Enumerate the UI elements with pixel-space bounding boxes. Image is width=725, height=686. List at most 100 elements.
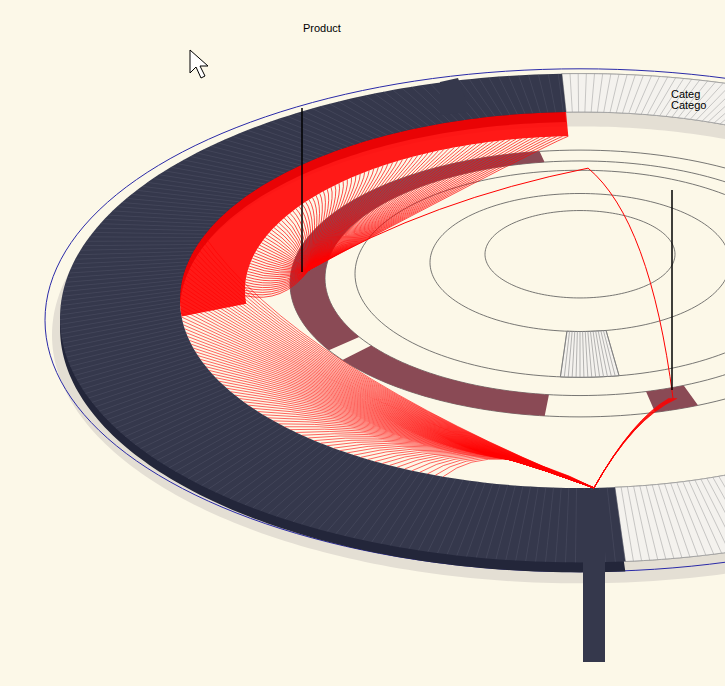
band-hatch — [374, 94, 421, 128]
band-hatch — [479, 78, 502, 115]
band-hatch — [157, 409, 255, 460]
band-hatch — [147, 182, 247, 195]
band-hatch — [61, 309, 181, 330]
band-hatch — [558, 74, 563, 112]
band-hatch — [66, 273, 185, 283]
band-hatch — [225, 140, 307, 163]
band-hatch — [496, 486, 515, 560]
segment-hatch — [593, 331, 600, 377]
band-hatch — [546, 488, 554, 562]
band-hatch — [607, 488, 615, 562]
red-link — [354, 448, 594, 488]
band-hatch — [312, 109, 374, 139]
band-hatch — [509, 76, 525, 114]
red-link — [245, 270, 309, 295]
red-link — [191, 344, 594, 488]
red-link — [309, 147, 454, 270]
red-link — [181, 286, 594, 488]
red-link — [309, 146, 460, 270]
band-hatch — [591, 74, 594, 112]
band-hatch — [183, 160, 275, 178]
band-hatch — [489, 77, 510, 115]
red-link — [199, 243, 594, 488]
band-hatch — [356, 97, 408, 130]
ring-segment — [560, 330, 619, 377]
inner-ring — [430, 194, 725, 332]
segment-hatch — [585, 331, 588, 377]
band-hatch — [253, 446, 329, 508]
outer-band-segment — [562, 74, 725, 138]
band-hatch — [565, 488, 568, 562]
band-hatch — [409, 478, 448, 549]
band-hatch — [261, 448, 335, 511]
band-hatch — [103, 375, 213, 415]
band-hatch — [96, 368, 208, 406]
red-link — [309, 144, 476, 270]
band-hatch — [528, 75, 540, 113]
band-hatch — [556, 488, 562, 562]
band-hatch — [318, 462, 378, 529]
red-link — [309, 148, 449, 269]
band-hatch — [69, 265, 187, 273]
band-hatch — [610, 74, 619, 112]
red-link — [594, 398, 669, 488]
band-hatch — [689, 481, 722, 553]
band-hatch — [111, 382, 219, 424]
band-hatch — [623, 75, 636, 113]
band-hatch — [75, 255, 191, 259]
band-hatch — [418, 479, 455, 551]
red-link — [216, 378, 594, 488]
band-hatch — [634, 486, 650, 560]
band-hatch — [113, 211, 221, 218]
band-hatch — [347, 99, 401, 131]
band-hatch — [393, 90, 436, 125]
band-hatch — [604, 74, 611, 112]
band-hatch — [597, 74, 602, 112]
band-hatch — [402, 88, 443, 123]
red-link — [594, 398, 677, 488]
band-hatch — [295, 113, 361, 142]
band-hatch — [140, 400, 241, 448]
band-hatch — [86, 240, 200, 241]
red-link — [282, 220, 310, 270]
band-hatch — [61, 290, 181, 305]
segment-hatch — [606, 330, 619, 375]
band-hatch — [263, 124, 336, 151]
band-hatch — [526, 487, 539, 561]
red-link — [340, 445, 594, 488]
segment-hatch — [596, 331, 604, 377]
band-hatch — [695, 480, 725, 552]
band-hatch — [60, 298, 180, 315]
band-hatch — [640, 486, 658, 560]
band-hatch — [217, 143, 301, 165]
band-hatch — [714, 88, 725, 123]
band-hatch — [67, 269, 185, 278]
band-hatch — [85, 358, 199, 393]
red-link — [390, 453, 594, 488]
band-hatch — [354, 469, 406, 538]
red-link — [309, 142, 488, 270]
band-hatch — [60, 294, 180, 310]
red-link — [309, 141, 493, 269]
red-link — [187, 266, 594, 488]
band-hatch — [223, 437, 305, 496]
band-hatch — [665, 484, 690, 557]
red-link — [204, 236, 594, 488]
band-hatch — [641, 76, 659, 114]
band-hatch — [146, 403, 246, 452]
inner-ring — [485, 211, 675, 298]
red-link — [302, 204, 311, 270]
band-hatch — [536, 487, 546, 561]
red-link — [203, 363, 594, 488]
red-link — [188, 262, 594, 488]
red-link — [309, 141, 499, 270]
band-hatch — [255, 127, 330, 153]
outer-band-dark — [60, 74, 625, 563]
band-hatch — [269, 451, 341, 514]
red-link — [272, 230, 309, 270]
band-hatch — [304, 111, 368, 141]
red-link — [594, 398, 672, 488]
red-link — [209, 370, 594, 487]
